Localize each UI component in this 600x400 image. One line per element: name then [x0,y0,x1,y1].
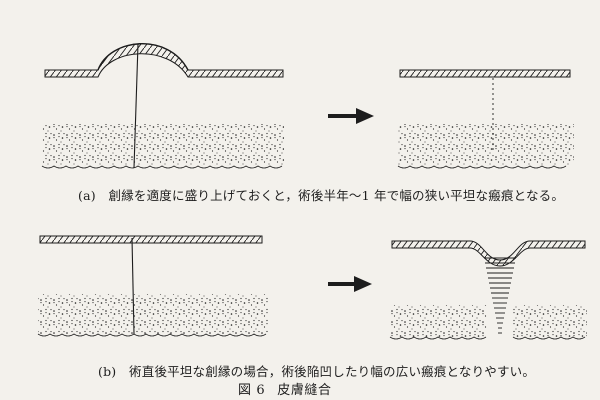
arrow-right-icon [328,108,374,124]
panel-b-before-epidermis [39,235,263,244]
figure-title: 図 6 皮膚縫合 [238,379,332,398]
panel-b-after-dermis-left [390,305,487,337]
panel-b-after-scar [484,257,516,334]
panel-a-caption: (a) 創縁を適度に盛り上げておくと，術後半年〜1 年で幅の狭い平坦な瘢痕となる… [78,188,565,203]
panel-b-caption: (b) 術直後平坦な創縁の場合，術後陥凹したり幅の広い瘢痕となりやすい。 [98,364,536,379]
panel-a-before-dermis [42,124,284,166]
panel-a-after-epidermis [399,69,571,78]
panel-b-after-dermis-right [513,305,587,337]
figure-number: 図 6 [238,383,266,398]
panel-b-after-epidermis [391,240,586,267]
panel-a-after [397,69,574,169]
panel-a-before [41,43,284,169]
figure-title-text: 皮膚縫合 [277,383,332,398]
panel-b-before [37,235,268,337]
panel-b-after [389,240,587,340]
panel-a-after-dermis [398,124,574,166]
arrow-right-icon [328,276,372,292]
panel-b-before-dermis [38,294,268,334]
